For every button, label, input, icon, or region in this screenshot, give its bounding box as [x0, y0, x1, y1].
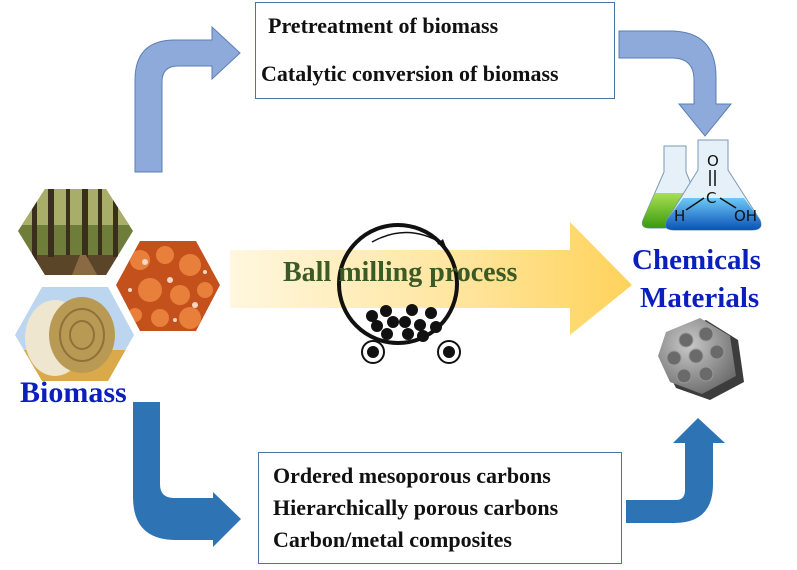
process-arrow [230, 222, 632, 335]
formula-hydroxyl: OH [734, 207, 757, 225]
materials-label: Materials [640, 282, 760, 314]
crustacean-shells-image [116, 241, 220, 331]
forest-image [18, 189, 133, 275]
formula-oxygen: O [707, 152, 719, 170]
arrow-to-chemicals [618, 30, 733, 137]
chemicals-label: Chemicals [632, 244, 761, 276]
biomass-label: Biomass [20, 376, 127, 409]
pretreatment-box: Pretreatment of biomass Catalytic conver… [255, 2, 615, 99]
arrow-to-materials [626, 418, 725, 523]
catalytic-conversion-text: Catalytic conversion of biomass [261, 61, 559, 86]
formula-carbon: C [706, 189, 716, 207]
ball-mill-jar-icon [337, 223, 461, 364]
pretreatment-text: Pretreatment of biomass [268, 13, 499, 38]
arrow-to-pretreatment [134, 25, 241, 173]
carbon-materials-box: Ordered mesoporous carbons Hierarchicall… [258, 452, 622, 564]
formula-hydrogen: H [674, 207, 685, 225]
hierarchically-porous-text: Hierarchically porous carbons [273, 495, 559, 520]
hay-bale-image [15, 287, 134, 381]
hexagonal-porous-carbon-icon [658, 318, 744, 400]
arrow-to-carbons [133, 402, 241, 547]
ordered-mesoporous-text: Ordered mesoporous carbons [273, 463, 551, 488]
ball-milling-label: Ball milling process [283, 257, 518, 288]
carbon-metal-text: Carbon/metal composites [273, 527, 512, 552]
flask-formic-acid-icon: O C H OH [641, 139, 762, 231]
